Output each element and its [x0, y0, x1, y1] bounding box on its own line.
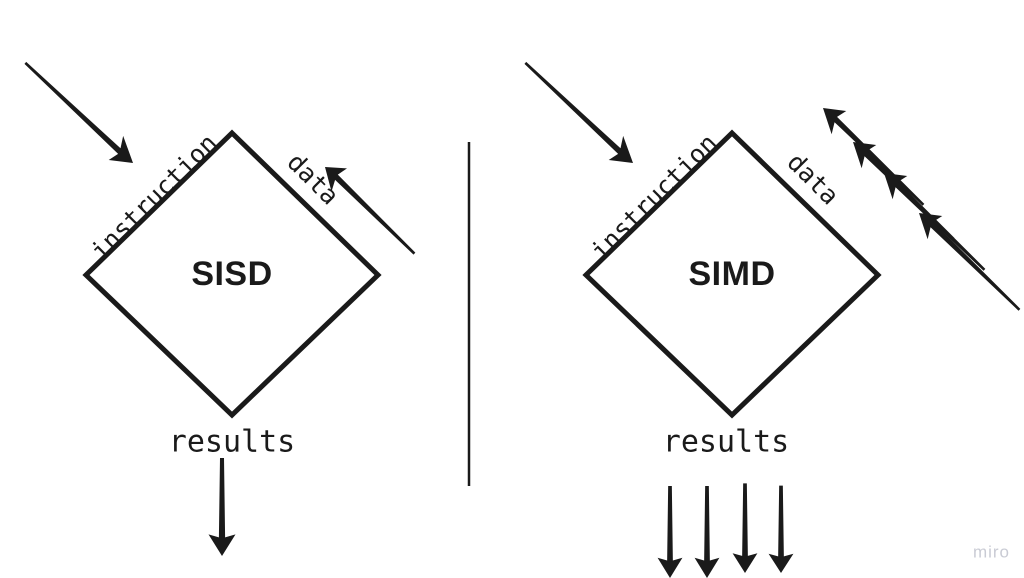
instruction-arrow-simd	[514, 54, 643, 174]
results-arrow-group-simd	[657, 483, 794, 578]
sisd-center-label: SISD	[191, 255, 272, 293]
results-arrow-4	[768, 485, 794, 573]
results-arrow-1	[657, 485, 683, 578]
results-arrow-sisd	[208, 458, 236, 556]
simd-diamond	[582, 129, 882, 419]
panel-simd: SIMD instruction data results	[514, 54, 1024, 578]
panel-sisd: SISD instruction data results	[14, 54, 426, 556]
simd-results-label: results	[663, 425, 789, 460]
sisd-diamond	[82, 129, 382, 419]
instruction-arrow-sisd	[14, 54, 143, 174]
data-arrow-4	[909, 203, 1024, 318]
simd-center-label: SIMD	[689, 255, 776, 293]
results-arrow-3	[732, 483, 758, 573]
sisd-results-label: results	[169, 425, 295, 460]
results-arrow-2	[694, 485, 720, 578]
miro-watermark: miro	[973, 542, 1010, 561]
